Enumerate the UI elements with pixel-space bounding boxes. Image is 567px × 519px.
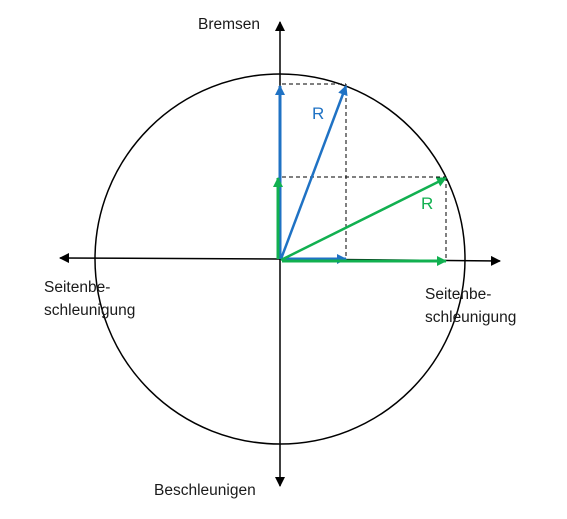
green-resultant-vector xyxy=(280,176,447,262)
blue-construction-lines xyxy=(282,83,347,258)
label-lateral-left-line1: Seitenbe- xyxy=(44,279,111,296)
label-accelerating: Beschleunigen xyxy=(154,482,256,499)
label-blue-resultant: R xyxy=(312,104,325,123)
green-construction-lines xyxy=(282,176,447,258)
axis-left-arrow xyxy=(59,253,281,264)
label-braking: Bremsen xyxy=(198,16,261,33)
label-lateral-right-line2: schleunigung xyxy=(425,309,517,326)
label-lateral-right-line1: Seitenbe- xyxy=(425,286,492,303)
label-lateral-left-line2: schleunigung xyxy=(44,302,136,319)
label-green-resultant: R xyxy=(421,194,434,213)
blue-resultant-vector xyxy=(279,85,348,260)
